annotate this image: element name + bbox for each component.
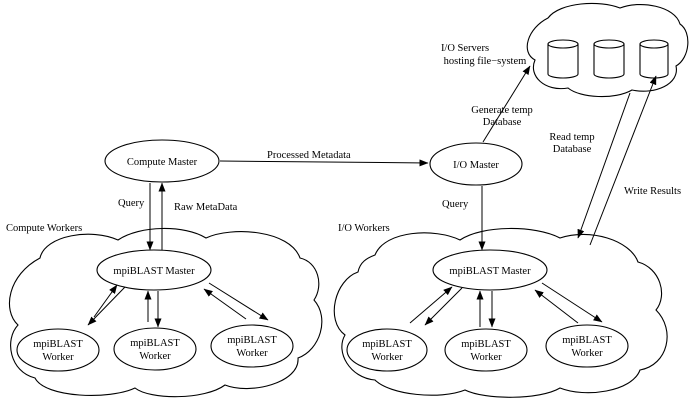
write-results-label: Write Results bbox=[624, 186, 681, 197]
read-temp-db-arrow bbox=[577, 92, 631, 239]
io-worker-node bbox=[346, 328, 428, 372]
processed-metadata-label: Processed Metadata bbox=[267, 150, 351, 161]
generate-temp-db-arrow bbox=[482, 65, 531, 143]
worker-to-master-arrow bbox=[409, 286, 453, 324]
compute-master-node bbox=[104, 139, 220, 183]
compute-workers-cloud bbox=[9, 227, 323, 398]
compute-worker-label-line2: Worker bbox=[139, 351, 171, 362]
generate-temp-label-line1: Generate temp bbox=[471, 105, 533, 116]
generate-temp-label-line2: Database bbox=[483, 117, 522, 128]
io-worker-label-line2: Worker bbox=[470, 352, 502, 363]
compute-worker-label-line2: Worker bbox=[42, 352, 74, 363]
master-to-worker-arrow bbox=[424, 287, 463, 326]
io-worker-label-line1: mpiBLAST bbox=[461, 339, 511, 350]
worker-to-master-arrow bbox=[534, 289, 579, 324]
compute-worker-node bbox=[113, 327, 197, 371]
processed-metadata-arrow bbox=[219, 159, 429, 167]
io-workers-label: I/O Workers bbox=[338, 223, 390, 234]
compute-mpiblast-master-label: mpiBLAST Master bbox=[113, 266, 195, 277]
io-servers-label-line2: hosting file−system bbox=[444, 56, 527, 67]
raw-metadata-label: Raw MetaData bbox=[174, 202, 238, 213]
io-master-node bbox=[429, 142, 523, 186]
io-servers-label-line1: I/O Servers bbox=[441, 43, 489, 54]
compute-worker-node bbox=[16, 328, 100, 372]
compute-worker-label-line1: mpiBLAST bbox=[33, 339, 83, 350]
io-mpiblast-master-node bbox=[432, 249, 548, 291]
disk-icon bbox=[593, 39, 625, 79]
master-to-worker-arrow bbox=[541, 282, 603, 323]
compute-worker-label-line1: mpiBLAST bbox=[227, 335, 277, 346]
io-workers-cloud bbox=[333, 227, 668, 398]
write-results-arrow bbox=[589, 75, 657, 246]
io-master-label: I/O Master bbox=[453, 160, 499, 171]
io-worker-label-line2: Worker bbox=[371, 352, 403, 363]
compute-mpiblast-master-node bbox=[96, 249, 212, 291]
worker-to-master-arrow bbox=[93, 284, 118, 318]
io-servers-cloud bbox=[526, 2, 689, 98]
io-query-label: Query bbox=[442, 199, 469, 210]
compute-worker-label-line1: mpiBLAST bbox=[130, 338, 180, 349]
io-worker-node bbox=[545, 324, 629, 368]
compute-workers-label: Compute Workers bbox=[6, 223, 82, 234]
io-worker-node bbox=[444, 328, 528, 372]
io-mpiblast-master-label: mpiBLAST Master bbox=[449, 266, 531, 277]
master-to-worker-arrow bbox=[87, 286, 126, 326]
worker-to-master-arrow bbox=[203, 288, 247, 320]
io-worker-label-line1: mpiBLAST bbox=[562, 335, 612, 346]
read-temp-label-line1: Read temp bbox=[549, 132, 594, 143]
io-worker-label-line2: Worker bbox=[571, 348, 603, 359]
read-temp-label-line2: Database bbox=[553, 144, 592, 155]
compute-worker-label-line2: Worker bbox=[236, 348, 268, 359]
compute-master-label: Compute Master bbox=[127, 157, 198, 168]
compute-worker-node bbox=[210, 324, 294, 368]
master-to-worker-arrow bbox=[208, 282, 269, 321]
disk-icon bbox=[639, 39, 669, 79]
disk-icon bbox=[547, 39, 579, 79]
io-worker-label-line1: mpiBLAST bbox=[362, 339, 412, 350]
compute-query-label: Query bbox=[118, 198, 145, 209]
